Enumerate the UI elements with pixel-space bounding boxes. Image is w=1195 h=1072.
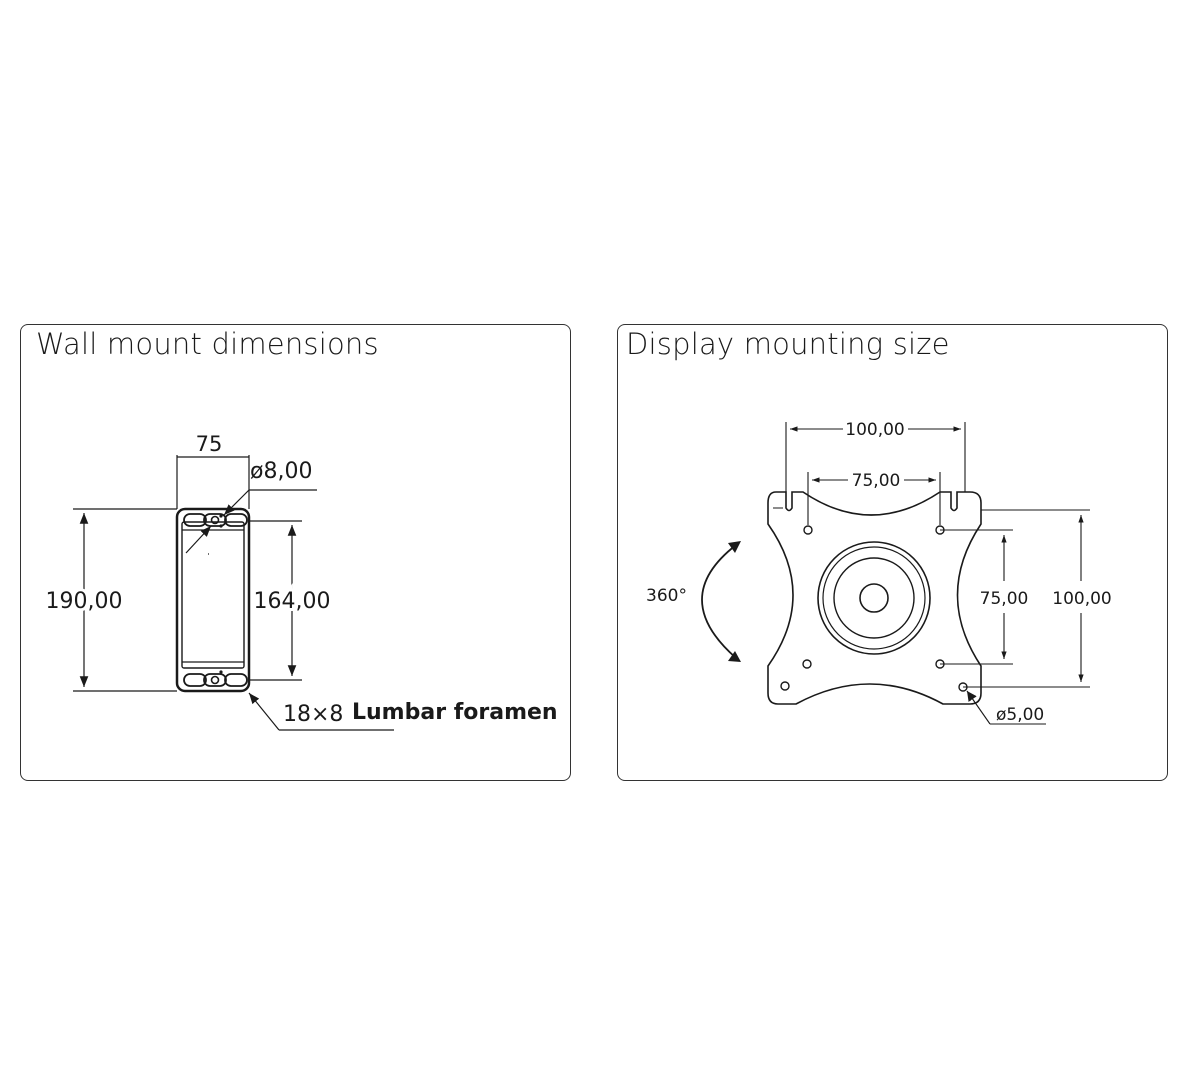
inner-height-dimension bbox=[249, 520, 302, 681]
wall-mount-drawing: 75 ø8,00 190,00 164,00 18×8 bbox=[43, 432, 558, 731]
hole-leader bbox=[966, 690, 1046, 725]
wall-mount-title: Wall mount dimensions bbox=[36, 327, 379, 361]
wall-mount-panel: Wall mount dimensions bbox=[20, 324, 571, 781]
wall-plate bbox=[175, 507, 251, 693]
display-mount-panel: Display mounting size bbox=[617, 324, 1168, 781]
slot-leader bbox=[248, 692, 394, 731]
rotation-label: 360° bbox=[646, 586, 687, 606]
outer-height-label: 190,00 bbox=[46, 589, 123, 614]
inner-width-dimension bbox=[807, 472, 941, 525]
svg-text:Lumbar foramen: Lumbar foramen bbox=[352, 700, 558, 725]
slot-name-label: Lumbar foramen bbox=[352, 700, 558, 725]
outer-height-label: 100,00 bbox=[1052, 589, 1111, 609]
hole-diameter-label: ø8,00 bbox=[250, 459, 312, 484]
inner-width-label: 75,00 bbox=[852, 471, 901, 491]
svg-text:18×8: 18×8 bbox=[283, 702, 343, 727]
outer-width-label: 100,00 bbox=[845, 420, 904, 440]
slot-size-label: 18×8 bbox=[283, 702, 343, 727]
vesa-plate bbox=[767, 491, 982, 705]
hole-leader bbox=[185, 489, 317, 555]
inner-height-label: 75,00 bbox=[980, 589, 1029, 609]
display-mount-drawing: 100,00 75,00 360° 75,00 bbox=[646, 420, 1112, 725]
mounting-holes bbox=[780, 525, 968, 692]
inner-height-label: 164,00 bbox=[254, 589, 331, 614]
outer-height-dimension bbox=[73, 508, 177, 692]
rotation-arrow bbox=[701, 541, 741, 662]
rotation-hub bbox=[817, 541, 931, 655]
outer-height-dimension bbox=[963, 509, 1090, 688]
width-dimension bbox=[176, 455, 250, 509]
inner-height-dimension bbox=[940, 529, 1013, 665]
hole-diameter-label: ø5,00 bbox=[996, 705, 1044, 725]
outer-width-dimension bbox=[785, 422, 966, 492]
width-label: 75 bbox=[196, 432, 223, 456]
display-mount-title: Display mounting size bbox=[626, 327, 950, 361]
top-slots bbox=[183, 513, 248, 528]
bottom-slots bbox=[183, 670, 248, 687]
